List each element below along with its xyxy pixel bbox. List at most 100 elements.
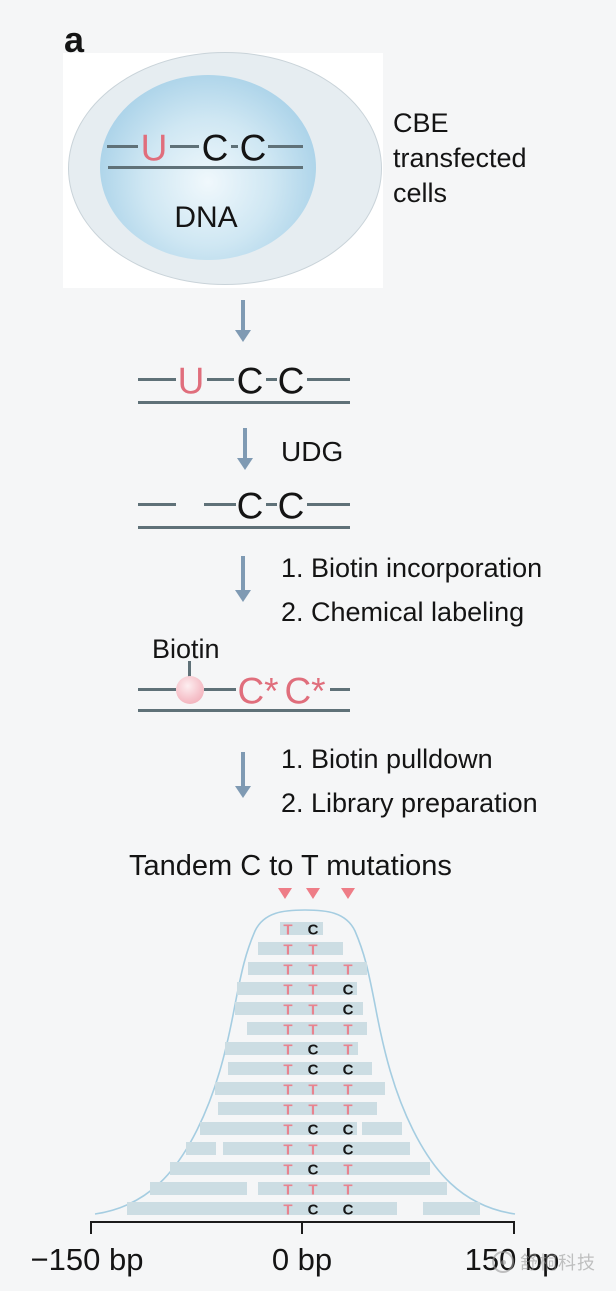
read-letter-C: C	[342, 1141, 354, 1158]
step-label: 1. Biotin pulldown	[281, 744, 493, 774]
read-segment	[186, 1142, 216, 1155]
read-letter-C: C	[307, 921, 319, 938]
read-letter-C: C	[307, 1121, 319, 1138]
read-segment	[223, 1142, 410, 1155]
dna-strand-segment	[207, 378, 234, 381]
read-segment	[200, 1122, 357, 1135]
biotin-stem-line	[188, 661, 191, 677]
read-segment	[258, 942, 343, 955]
step-label: 2. Chemical labeling	[281, 597, 525, 627]
read-letter-C: C	[307, 1041, 319, 1058]
step-label: 1. Biotin incorporation	[281, 553, 543, 583]
read-segment	[280, 922, 323, 935]
read-letter-T: T	[343, 1041, 353, 1058]
x-axis-tick	[301, 1221, 303, 1234]
read-letter-T: T	[343, 961, 353, 978]
x-axis-tick	[513, 1221, 515, 1234]
read-letter-T: T	[343, 1081, 353, 1098]
dna-strand-segment	[107, 145, 138, 148]
dna-strand-segment	[204, 503, 236, 506]
mutation-site-triangle-icon	[306, 888, 320, 899]
dna-strand-segment	[138, 378, 176, 381]
read-segment	[248, 962, 367, 975]
read-letter-C: C	[342, 1061, 354, 1078]
read-letter-T: T	[283, 1101, 293, 1118]
dna-strand-segment	[268, 145, 303, 148]
read-letter-T: T	[283, 1061, 293, 1078]
dna-strand-segment	[330, 688, 350, 691]
arrow-head	[235, 330, 251, 342]
arrow-head	[235, 786, 251, 798]
dna-label: DNA	[174, 201, 238, 234]
nucleotide-C: C	[201, 127, 229, 169]
nucleotide-U: U	[140, 127, 168, 169]
read-letter-T: T	[308, 1141, 318, 1158]
read-letter-T: T	[283, 941, 293, 958]
labeled-nucleotide-C: C*	[237, 670, 279, 712]
mutation-site-triangle-icon	[341, 888, 355, 899]
nucleotide-C: C	[239, 127, 267, 169]
read-letter-T: T	[283, 961, 293, 978]
read-segment	[237, 982, 357, 995]
read-letter-C: C	[342, 1201, 354, 1218]
cell-caption: CBE transfected cells	[393, 106, 527, 211]
down-arrow-icon	[235, 752, 251, 798]
mutation-site-triangle-icon	[278, 888, 292, 899]
udg-label: UDG	[281, 436, 344, 467]
dna-strand-segment	[108, 166, 303, 169]
read-letter-T: T	[283, 1021, 293, 1038]
read-letter-T: T	[308, 1181, 318, 1198]
read-letter-T: T	[283, 1141, 293, 1158]
watermark: 舒桐科技	[492, 1249, 596, 1275]
read-letter-T: T	[283, 1201, 293, 1218]
read-segment	[170, 1162, 430, 1175]
dna-strand-segment	[138, 503, 176, 506]
arrow-shaft	[241, 556, 245, 590]
panel-label: a	[64, 19, 85, 60]
biotin-ball-icon	[176, 676, 204, 704]
dna-strand-segment	[307, 378, 350, 381]
biotin-label: Biotin	[152, 634, 220, 664]
arrow-shaft	[241, 752, 245, 786]
read-letter-T: T	[308, 961, 318, 978]
arrow-shaft	[241, 300, 245, 330]
read-segment	[225, 1042, 358, 1055]
read-letter-T: T	[283, 1121, 293, 1138]
read-segment	[247, 1022, 367, 1035]
dna-strand-segment	[138, 688, 176, 691]
dna-strand-segment	[231, 145, 238, 148]
caption-line: transfected	[393, 143, 527, 173]
read-letter-T: T	[283, 1081, 293, 1098]
x-axis-label-left: −150 bp	[30, 1242, 144, 1277]
dna-strand-segment	[266, 503, 277, 506]
dna-strand-segment	[307, 503, 350, 506]
nucleotide-U: U	[177, 360, 205, 402]
read-segment	[127, 1202, 397, 1215]
read-letter-C: C	[342, 1121, 354, 1138]
caption-line: cells	[393, 178, 448, 208]
read-segment	[150, 1182, 247, 1195]
arrow-head	[235, 590, 251, 602]
dna-strand-segment	[266, 378, 277, 381]
down-arrow-icon	[237, 428, 253, 470]
watermark-text: 舒桐科技	[520, 1253, 596, 1273]
read-letter-T: T	[283, 981, 293, 998]
read-letter-T: T	[343, 1101, 353, 1118]
arrow-head	[237, 458, 253, 470]
read-segment	[228, 1062, 372, 1075]
read-segment	[362, 1122, 402, 1135]
read-letter-C: C	[342, 1001, 354, 1018]
read-letter-T: T	[308, 1081, 318, 1098]
read-segment	[258, 1182, 447, 1195]
read-letter-C: C	[307, 1161, 319, 1178]
read-letter-T: T	[308, 1101, 318, 1118]
read-letter-T: T	[283, 1001, 293, 1018]
nucleotide-C: C	[277, 360, 305, 402]
read-letter-T: T	[308, 1001, 318, 1018]
x-axis-label-center: 0 bp	[271, 1242, 333, 1277]
down-arrow-icon	[235, 300, 251, 342]
dna-strand-segment	[138, 401, 350, 404]
read-letter-T: T	[283, 1181, 293, 1198]
